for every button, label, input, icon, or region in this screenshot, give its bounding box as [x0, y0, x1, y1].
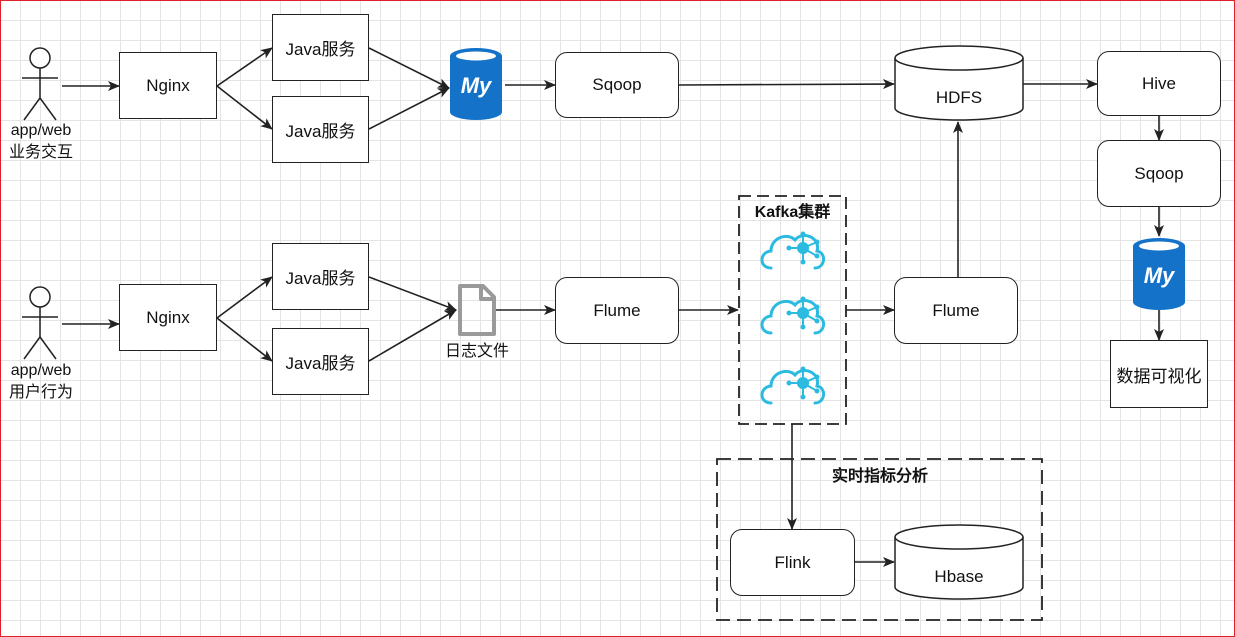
- flume-left-box[interactable]: Flume: [555, 277, 679, 344]
- mysql-icon-right: [1133, 238, 1185, 310]
- kafka-broker-icon-1: [760, 231, 825, 270]
- nginx-bottom-box[interactable]: Nginx: [119, 284, 217, 351]
- data-viz-label: 数据可视化: [1116, 366, 1202, 386]
- hive-label: Hive: [1141, 73, 1176, 93]
- java-bottom-2-box[interactable]: Java服务: [272, 328, 369, 395]
- java-top-1-label: Java服务: [285, 40, 356, 59]
- actor-business-icon: [22, 47, 58, 121]
- kafka-broker-icon-2: [760, 296, 825, 335]
- mysql-icon-top: [450, 48, 502, 120]
- kafka-broker-icon-3: [760, 366, 825, 405]
- nginx-bottom-label: Nginx: [146, 307, 190, 327]
- actor-behavior-label: app/web 用户行为: [4, 360, 78, 404]
- mysql-right-label: My: [1143, 263, 1175, 288]
- flink-label: Flink: [774, 552, 811, 572]
- realtime-analysis-group: [716, 458, 1043, 621]
- log-file-label: 日志文件: [444, 343, 509, 360]
- flume-right-label: Flume: [932, 300, 980, 320]
- java-bottom-1-box[interactable]: Java服务: [272, 243, 369, 310]
- log-file-icon: [458, 284, 496, 336]
- flume-right-box[interactable]: Flume: [894, 277, 1018, 344]
- edge-java2-mysql: [368, 87, 450, 130]
- edge-sqoop-hdfs: [678, 79, 895, 90]
- edge-nginx-java2: [216, 85, 273, 130]
- nginx-top-box[interactable]: Nginx: [119, 52, 217, 119]
- actor-business-line2: 业务交互: [8, 144, 73, 161]
- java-bottom-2-label: Java服务: [285, 354, 356, 373]
- nginx-top-label: Nginx: [146, 75, 190, 95]
- edge-nginx2-java4: [216, 317, 273, 362]
- sqoop-right-box[interactable]: Sqoop: [1097, 140, 1221, 207]
- edge-java3-file: [368, 276, 457, 311]
- kafka-cluster-group: [738, 195, 847, 425]
- sqoop-top-box[interactable]: Sqoop: [555, 52, 679, 118]
- sqoop-top-label: Sqoop: [592, 75, 642, 94]
- hbase-cylinder: [894, 524, 1024, 600]
- actor-business-label: app/web 业务交互: [4, 120, 78, 164]
- hive-box[interactable]: Hive: [1097, 51, 1221, 116]
- edge-nginx2-java3: [216, 276, 273, 319]
- data-viz-box[interactable]: 数据可视化: [1110, 340, 1208, 408]
- actor-behavior-line2: 用户行为: [8, 384, 73, 401]
- edge-java1-mysql: [368, 47, 450, 89]
- edge-nginx-java1: [216, 47, 273, 87]
- actor-behavior-line1: app/web: [10, 362, 72, 379]
- actor-behavior-icon: [22, 286, 58, 360]
- hdfs-cylinder: [894, 45, 1024, 121]
- realtime-group-title: 实时指标分析: [831, 468, 928, 485]
- mysql-top-label: My: [460, 73, 492, 98]
- flume-left-label: Flume: [593, 300, 641, 320]
- sqoop-right-label: Sqoop: [1134, 163, 1184, 183]
- actor-business-line1: app/web: [10, 122, 72, 139]
- hdfs-label: HDFS: [935, 88, 983, 107]
- edge-java4-file: [368, 309, 457, 362]
- java-top-2-box[interactable]: Java服务: [272, 96, 369, 163]
- java-top-1-box[interactable]: Java服务: [272, 14, 369, 81]
- java-top-2-label: Java服务: [285, 122, 356, 141]
- kafka-cluster-title: Kafka集群: [754, 204, 831, 221]
- hbase-label: Hbase: [934, 567, 984, 586]
- java-bottom-1-label: Java服务: [285, 269, 356, 288]
- flink-box[interactable]: Flink: [730, 529, 855, 596]
